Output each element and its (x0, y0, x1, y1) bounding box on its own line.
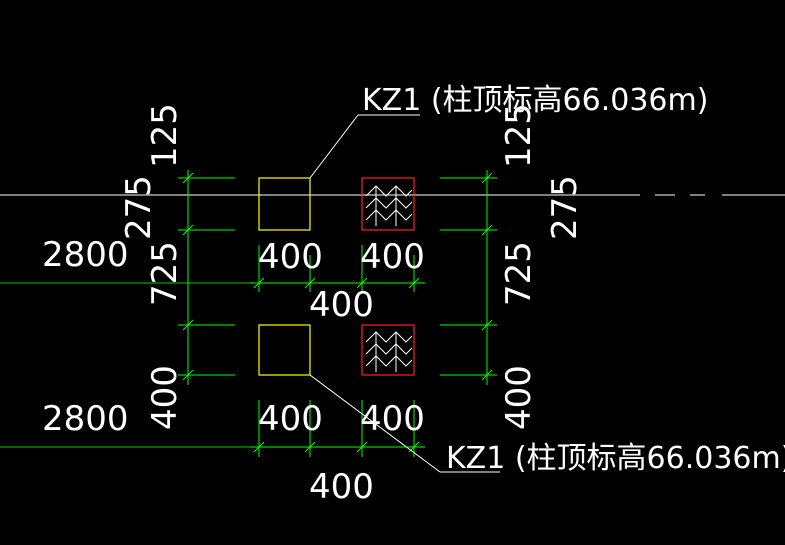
dim-row1-col2: 400 (360, 237, 425, 277)
dim-left-725: 725 (145, 241, 185, 306)
dim-left-2800-top: 2800 (42, 235, 129, 275)
dim-row2-col2: 400 (360, 399, 425, 439)
dim-right-725: 725 (499, 241, 539, 306)
column-kz1-bottom (258, 324, 311, 376)
leader-line-top (309, 114, 420, 179)
dim-row1-gap: 400 (309, 285, 374, 325)
dim-row1-col1: 400 (258, 237, 323, 277)
dim-right-125: 125 (499, 103, 539, 168)
dim-left-400: 400 (145, 365, 185, 430)
dim-row2-gap: 400 (309, 467, 374, 507)
column-kz1-top (258, 177, 311, 231)
label-kz1-top: KZ1 (柱顶标高66.036m) (362, 83, 708, 118)
dim-left-2800-bottom: 2800 (42, 399, 129, 439)
dim-right-400: 400 (499, 365, 539, 430)
dim-left-275: 275 (119, 175, 159, 240)
row2-horizontal-dimension (250, 400, 425, 457)
dim-row2-col1: 400 (258, 399, 323, 439)
dim-right-275: 275 (545, 175, 585, 240)
hatched-column-bottom (361, 324, 415, 376)
row1-horizontal-dimension (250, 245, 425, 292)
left-dimension-chain (178, 170, 235, 385)
right-dimension-chain (440, 170, 497, 385)
hatched-column-top (361, 177, 415, 231)
label-kz1-bottom: KZ1 (柱顶标高66.036m) (446, 441, 785, 476)
dim-left-125: 125 (145, 103, 185, 168)
leader-line-bottom (309, 374, 500, 473)
